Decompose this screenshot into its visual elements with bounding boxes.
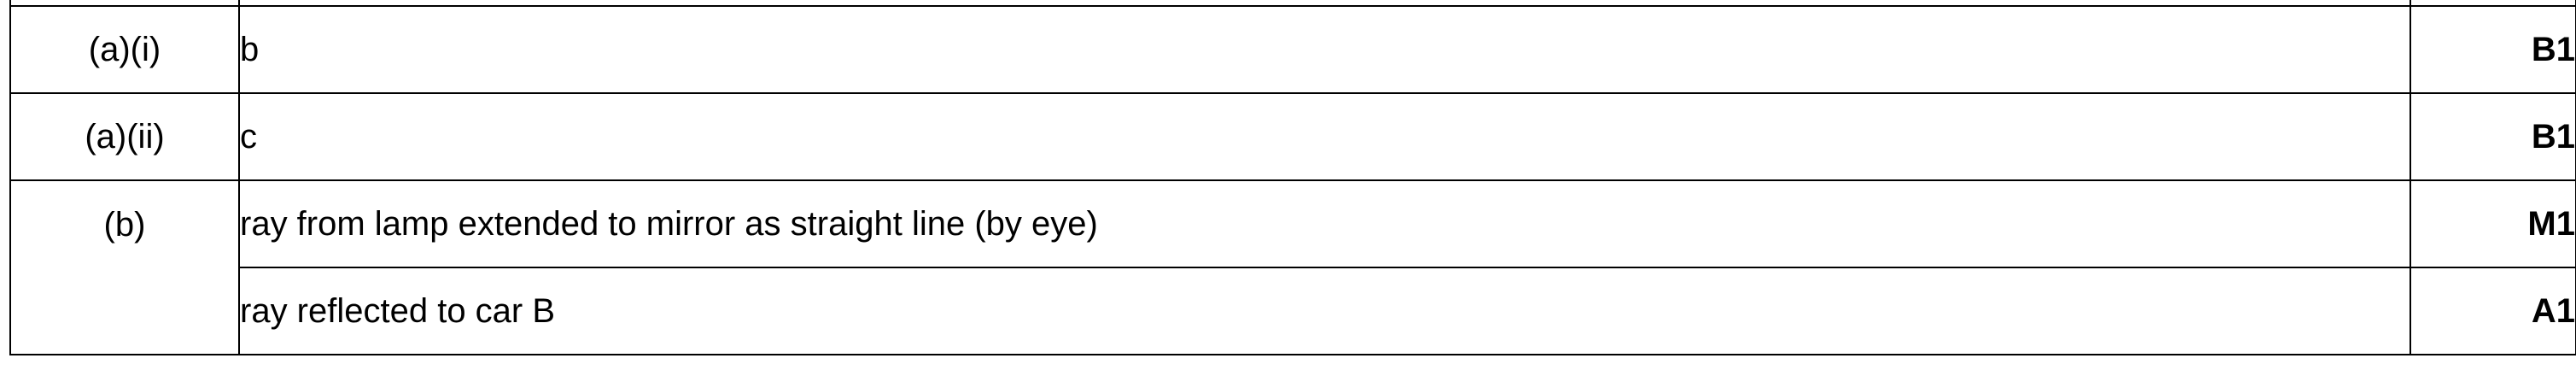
table-row: (b) ray from lamp extended to mirror as … <box>9 179 2576 355</box>
answer-text: ray from lamp extended to mirror as stra… <box>238 179 2411 268</box>
table-row: (a)(ii) c B1 <box>9 92 2576 181</box>
answer-text: ray reflected to car B <box>238 267 2411 355</box>
mark-code: B1 <box>2410 5 2576 94</box>
header-row-stub <box>9 0 2576 7</box>
answer-text: b <box>238 5 2411 94</box>
mark-code: A1 <box>2410 267 2576 355</box>
header-question-cell <box>9 0 240 7</box>
question-number: (b) <box>9 179 240 355</box>
mark-scheme-table: (a)(i) b B1 (a)(ii) c B1 (b) ray from la… <box>9 0 2576 355</box>
header-answer-cell <box>238 0 2411 7</box>
table-row: (a)(i) b B1 <box>9 5 2576 94</box>
question-number: (a)(ii) <box>9 92 240 181</box>
mark-code: B1 <box>2410 92 2576 181</box>
mark-code: M1 <box>2410 179 2576 268</box>
answer-text: c <box>238 92 2411 181</box>
table-row: ray reflected to car B A1 <box>10 267 2576 355</box>
question-number: (a)(i) <box>9 5 240 94</box>
header-mark-cell <box>2410 0 2576 7</box>
